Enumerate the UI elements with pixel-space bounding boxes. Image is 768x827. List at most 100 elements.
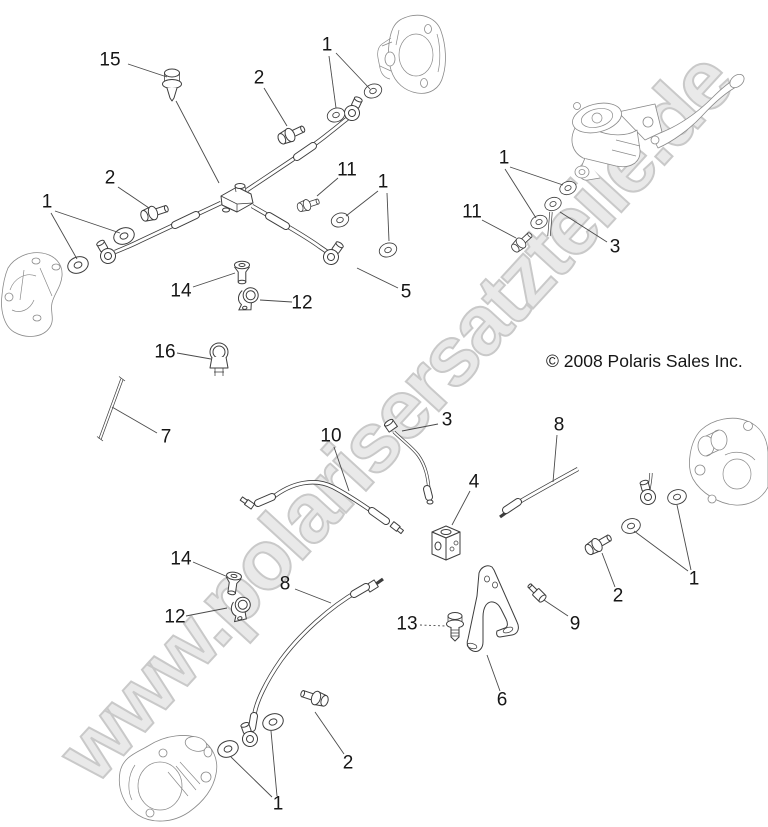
leader-line-6 (486, 654, 501, 692)
callout-11: 11 (337, 160, 357, 181)
washer-1e (328, 210, 352, 230)
washer-1i (665, 487, 689, 507)
callout-2: 2 (254, 68, 265, 89)
bolt-11-top (295, 195, 322, 214)
leader-line-2 (601, 552, 616, 588)
leader-line-1 (328, 55, 337, 109)
callout-11: 11 (462, 202, 482, 223)
brake-hose-10 (239, 480, 404, 535)
callout-7: 7 (161, 427, 172, 448)
leader-line-1 (676, 504, 692, 571)
leader-line-12 (185, 607, 228, 617)
caliper-rear-right (689, 417, 768, 506)
washer-1l (214, 737, 242, 761)
washer-1k (259, 710, 287, 734)
callout-5: 5 (401, 282, 412, 303)
callout-16: 16 (154, 342, 175, 363)
tee-fitting (220, 183, 254, 213)
pipe3-top-fitting (383, 418, 398, 433)
hose10-right-fitting (389, 521, 404, 535)
master-cylinder (571, 73, 745, 181)
banjo-fitting-lower-right (320, 238, 348, 268)
leader-line-15 (175, 100, 220, 184)
bolt-15 (162, 68, 182, 102)
brake-line-tee-assembly (92, 93, 367, 268)
bolts-group (138, 68, 615, 709)
bolt-2-bottom-right (582, 530, 615, 558)
callout-9: 9 (570, 614, 581, 635)
leader-line-2 (263, 87, 288, 127)
clamp-16 (209, 342, 229, 376)
callout-13: 13 (396, 614, 417, 635)
callout-12: 12 (291, 293, 312, 314)
washer-1a (64, 253, 92, 277)
leader-line-1 (504, 168, 537, 219)
bolt-14-top (234, 260, 250, 285)
callout-1: 1 (322, 35, 333, 56)
leader-line-10 (333, 446, 350, 492)
clamp-12-top (236, 286, 260, 312)
callout-1: 1 (42, 192, 53, 213)
brake-hose-8-lower (236, 577, 384, 750)
caliper-front-right (377, 14, 446, 94)
leader-line-2 (314, 711, 345, 755)
callout-3: 3 (610, 237, 621, 258)
caliper-front-left (1, 252, 63, 337)
leader-line-5 (356, 267, 399, 289)
leader-line-1 (633, 530, 689, 572)
callout-4: 4 (469, 472, 480, 493)
callout-1: 1 (378, 172, 389, 193)
leader-line-1 (509, 166, 564, 186)
leader-line-16 (176, 352, 212, 360)
brake-hose-8-upper (499, 467, 580, 519)
callout-10: 10 (320, 426, 341, 447)
leader-line-3 (401, 423, 439, 432)
bolt-2-bottom-center (298, 685, 331, 709)
leader-line-15 (127, 63, 168, 78)
callout-8: 8 (554, 415, 565, 436)
callout-14: 14 (170, 549, 192, 570)
leader-line-11 (316, 177, 339, 197)
rod-7 (96, 376, 126, 442)
callout-2: 2 (343, 753, 354, 774)
leader-line-8 (294, 588, 332, 604)
leader-line-2 (117, 186, 150, 209)
leader-line-4 (451, 490, 471, 526)
clamp-12-bottom (227, 594, 255, 624)
leader-line-1 (230, 756, 273, 798)
callout-6: 6 (497, 690, 508, 711)
bracket-6 (466, 565, 519, 652)
washer-1g (557, 178, 579, 198)
leader-line-1 (50, 212, 78, 260)
bolt-2-top (275, 121, 308, 148)
leader-line-1 (345, 190, 379, 217)
leader-line-1 (335, 52, 371, 90)
washers-group (64, 81, 689, 761)
clamps-group (209, 286, 260, 624)
callout-1: 1 (689, 569, 700, 590)
callout-3: 3 (442, 410, 453, 431)
callout-15: 15 (99, 50, 120, 71)
banjo-fitting-rear (635, 478, 658, 507)
caliper-bottom-left (118, 735, 218, 822)
callout-2: 2 (105, 168, 116, 189)
rear-banjo-stub (635, 472, 658, 507)
leader-line-11 (481, 219, 517, 239)
washer-1f (376, 240, 400, 260)
screw-9 (527, 583, 547, 603)
leader-line-12 (259, 299, 293, 303)
leader-line-14 (192, 561, 229, 578)
callout-1: 1 (273, 794, 284, 815)
callout-8: 8 (280, 574, 291, 595)
washer-1h (528, 212, 550, 232)
leader-line-7 (111, 406, 158, 434)
leader-line-1 (54, 210, 121, 234)
leader-line-3 (559, 211, 608, 243)
leader-line-1 (270, 730, 278, 797)
bolt-14-bottom (223, 570, 243, 597)
brake-pipe-3 (383, 418, 434, 505)
leader-line-14 (192, 272, 236, 288)
